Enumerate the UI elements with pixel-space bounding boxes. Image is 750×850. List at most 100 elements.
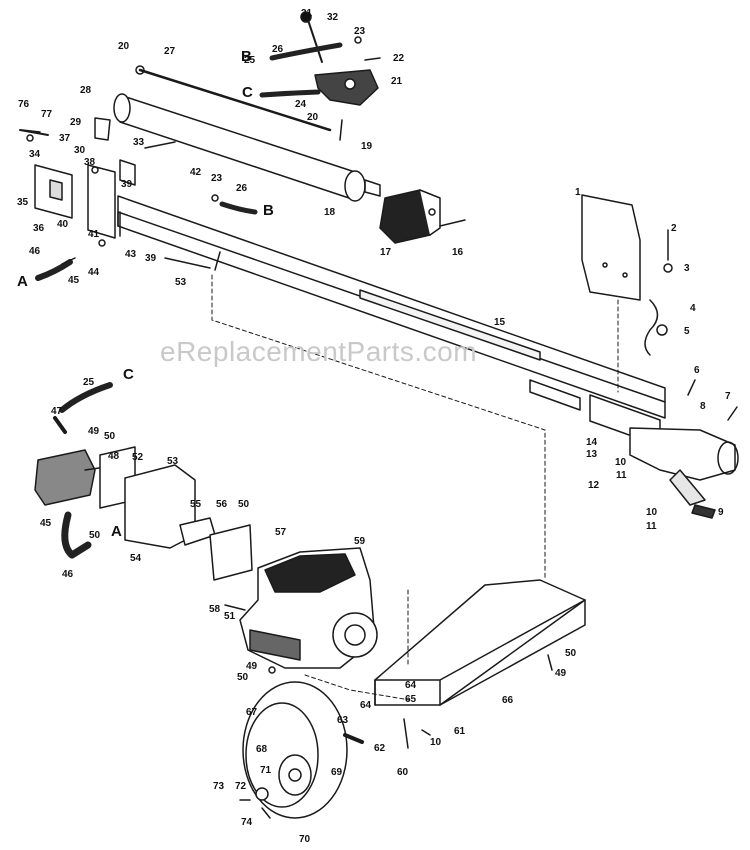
- part-number-70: 70: [299, 834, 311, 845]
- part-number-17: 17: [380, 247, 392, 258]
- part-number-2: 2: [671, 223, 677, 234]
- end-bracket: [629, 427, 739, 519]
- part-number-39: 39: [145, 253, 157, 264]
- part-number-71: 71: [260, 765, 272, 776]
- hose-26-mid: [219, 201, 258, 215]
- part-number-6: 6: [694, 365, 700, 376]
- part-number-76: 76: [18, 99, 30, 110]
- part-number-8: 8: [700, 401, 706, 412]
- part-number-43: 43: [125, 249, 137, 260]
- part-number-74: 74: [241, 817, 253, 828]
- hose-25-lower: [59, 382, 113, 413]
- hose-26-top: [269, 42, 343, 61]
- part-number-5: 5: [684, 326, 690, 337]
- callout-letter-a: A: [17, 273, 28, 290]
- wheel: [239, 681, 409, 819]
- part-number-63: 63: [337, 715, 349, 726]
- part-number-47: 47: [51, 406, 63, 417]
- part-number-56: 56: [216, 499, 228, 510]
- part-number-46: 46: [29, 246, 41, 257]
- part-number-49: 49: [246, 661, 258, 672]
- part-number-37: 37: [59, 133, 71, 144]
- part-number-50: 50: [237, 672, 249, 683]
- part-number-3: 3: [684, 263, 690, 274]
- part-number-22: 22: [393, 53, 405, 64]
- part-number-28: 28: [80, 85, 92, 96]
- part-number-64: 64: [360, 700, 372, 711]
- part-number-50: 50: [104, 431, 116, 442]
- mount-brackets: [19, 117, 136, 239]
- beam: [117, 195, 666, 447]
- part-number-46: 46: [62, 569, 74, 580]
- part-number-42: 42: [190, 167, 202, 178]
- part-number-35: 35: [17, 197, 29, 208]
- part-number-1: 1: [575, 187, 581, 198]
- part-number-34: 34: [29, 149, 41, 160]
- axle-tube: [374, 579, 586, 706]
- part-number-66: 66: [502, 695, 514, 706]
- part-number-73: 73: [213, 781, 225, 792]
- cylinder: [113, 65, 381, 202]
- part-number-51: 51: [224, 611, 236, 622]
- fasteners: [21, 36, 553, 736]
- part-number-58: 58: [209, 604, 221, 615]
- part-number-50: 50: [238, 499, 250, 510]
- part-number-19: 19: [361, 141, 373, 152]
- part-number-21: 21: [391, 76, 403, 87]
- engine: [239, 547, 378, 669]
- part-number-45: 45: [68, 275, 80, 286]
- part-number-16: 16: [452, 247, 464, 258]
- part-number-48: 48: [108, 451, 120, 462]
- part-number-44: 44: [88, 267, 100, 278]
- guard-plate: [581, 194, 641, 301]
- hose-25-top: [259, 89, 321, 98]
- part-number-33: 33: [133, 137, 145, 148]
- part-number-31: 31: [301, 8, 313, 19]
- part-number-20: 20: [118, 41, 130, 52]
- pump-assembly: [34, 416, 253, 581]
- part-number-24: 24: [295, 99, 307, 110]
- hose-46-left: [35, 259, 73, 281]
- part-number-69: 69: [331, 767, 343, 778]
- part-number-41: 41: [88, 229, 100, 240]
- part-number-30: 30: [74, 145, 86, 156]
- part-number-4: 4: [690, 303, 696, 314]
- part-number-49: 49: [555, 668, 567, 679]
- part-number-53: 53: [167, 456, 179, 467]
- part-number-7: 7: [725, 391, 731, 402]
- part-number-65: 65: [405, 694, 417, 705]
- part-number-11: 11: [616, 470, 627, 481]
- alignment-lines: [211, 274, 619, 701]
- part-number-23: 23: [354, 26, 366, 37]
- part-number-45: 45: [40, 518, 52, 529]
- part-number-57: 57: [275, 527, 287, 538]
- part-number-67: 67: [246, 707, 258, 718]
- callout-letter-c: C: [123, 366, 134, 383]
- part-number-27: 27: [164, 46, 176, 57]
- part-number-53: 53: [175, 277, 187, 288]
- watermark: eReplacementParts.com: [160, 336, 478, 367]
- part-number-39: 39: [121, 179, 133, 190]
- part-number-15: 15: [494, 317, 506, 328]
- part-number-72: 72: [235, 781, 247, 792]
- part-number-38: 38: [84, 157, 96, 168]
- part-number-52: 52: [132, 452, 144, 463]
- part-number-32: 32: [327, 12, 339, 23]
- part-number-62: 62: [374, 743, 386, 754]
- part-number-11: 11: [646, 521, 657, 532]
- part-number-77: 77: [41, 109, 53, 120]
- part-number-49: 49: [88, 426, 100, 437]
- part-number-9: 9: [718, 507, 724, 518]
- part-number-26: 26: [236, 183, 248, 194]
- part-number-10: 10: [646, 507, 658, 518]
- part-number-50: 50: [89, 530, 101, 541]
- control-valve: [300, 11, 379, 106]
- part-number-59: 59: [354, 536, 366, 547]
- part-number-12: 12: [588, 480, 600, 491]
- part-number-13: 13: [586, 449, 598, 460]
- part-number-25: 25: [83, 377, 95, 388]
- part-number-36: 36: [33, 223, 45, 234]
- callout-letter-c: C: [242, 84, 253, 101]
